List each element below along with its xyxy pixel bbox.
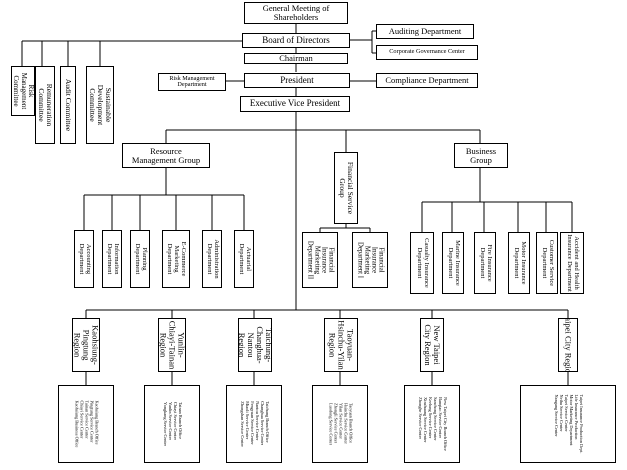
region-label: Taoyuan-Hsinchu-Yilan Region [327,320,356,370]
dept-label: Fire Insurance Department [479,244,493,282]
committee-risk: Risk Management Committee [11,66,35,116]
region-list-new-taipei: New Taipei City Branch Office Banqiao Se… [404,385,460,463]
auditing-label: Auditing Department [388,26,462,37]
committee-label: Risk Management Committee [12,72,35,110]
dept-label: Administration Department [206,239,220,279]
shareholders-box: General Meeting of Shareholders [244,2,348,24]
region-label: New Taipei City Region [423,324,442,366]
branch-list: Taipei Insurance Production Dept. Life I… [553,394,584,454]
region-kaohsiung: Kaohsiung-Pingtung Region [72,318,100,372]
branch-list: Tainan Branch Office Chiayi Service Cent… [162,402,183,446]
region-list-taichung: Taichung Branch Office Changhua Service … [226,385,282,463]
dept-label: Customer Service Department [541,239,555,287]
committee-label: Sustainable Development Committee [88,84,113,126]
committee-audit: Audit Committee [60,66,76,144]
region-label: Taipei City Region [563,318,574,372]
list-item: Xinzhuang Service Center [423,397,429,443]
list-item: Luodong Service Center [328,402,334,446]
region-list-kaohsiung: Kaohsiung Branch Office Pingtung Service… [58,385,114,463]
region-label: Yunlin-Chiayi-Tainan Region [158,320,186,370]
auditing-box: Auditing Department [376,24,474,39]
branch-list: Kaohsiung Branch Office Pingtung Service… [74,400,100,448]
compliance-label: Compliance Department [385,75,469,86]
chairman-box: Chairman [244,53,348,64]
business-dept-accident-health: Accident and Health Insurance Department [560,232,584,294]
region-taichung: Taichung-Changhua-Nantou Region [238,318,272,372]
dept-label: Financial Insurance Marketing Department… [305,240,335,280]
business-dept-motor: Motor Insurance Department [508,232,530,294]
risk-dept-label: Risk Management Department [169,74,215,88]
dept-label: Financial Insurance Marketing Department… [355,241,385,279]
risk-dept-box: Risk Management Department [158,73,226,91]
governance-box: Corporate Governance Center [376,45,478,60]
region-taipei: Taipei City Region [558,318,578,372]
list-item: Yongkang Service Center [163,402,169,446]
president-label: President [280,74,314,85]
committee-label: Remuneration Committee [37,83,54,127]
dept-label: Marine Insurance Department [447,240,461,286]
committee-sustainable: Sustainable Development Committee [86,66,114,144]
evp-box: Executive Vice President [240,96,350,112]
financial-dept-1: Financial Insurance Marketing Department… [352,232,388,288]
resource-dept-accounting: Accounting Department [74,230,94,288]
business-dept-fire: Fire Insurance Department [474,232,496,294]
resource-dept-ecommerce: E-Commerce Marketing Department [162,230,190,288]
dept-label: Planning Department [134,243,148,275]
list-item: Zhongshan Service Center [240,401,246,447]
region-list-taoyuan: Taoyuan Branch Office Hsinchu Service Ce… [312,385,368,463]
branch-list: Taoyuan Branch Office Hsinchu Service Ce… [328,402,354,446]
committee-label: Audit Committee [63,78,73,132]
resource-dept-planning: Planning Department [130,230,150,288]
shareholders-label: General Meeting of Shareholders [262,3,330,22]
resource-dept-information: Information Department [102,230,122,288]
board-label: Board of Directors [262,34,330,45]
dept-label: Information Department [106,243,120,275]
business-group-box: Business Group [454,143,508,168]
business-dept-marine: Marine Insurance Department [442,232,464,294]
business-dept-customer-service: Customer Service Department [536,232,558,294]
dept-label: E-Commerce Marketing Department [166,241,188,277]
list-item: Zhonghe Service Center [418,397,424,439]
region-list-yunlin: Tainan Branch Office Chiayi Service Cent… [144,385,200,463]
business-dept-casualty: Casualty Insurance Department [410,232,434,294]
resource-dept-administration: Administration Department [202,230,222,288]
evp-label: Executive Vice President [249,98,341,109]
region-taoyuan: Taoyuan-Hsinchu-Yilan Region [324,318,358,372]
dept-label: Actuarial Department [238,243,252,275]
financial-dept-2: Financial Insurance Marketing Department… [302,232,338,288]
region-new-taipei: New Taipei City Region [420,318,444,372]
list-item: Neihu Service Center [559,394,565,432]
committee-remuneration: Remuneration Committee [35,66,55,144]
resource-dept-actuarial: Actuarial Department [234,230,254,288]
list-item: Nangang Service Center [554,394,560,437]
dept-label: Accident and Health Insurance Department [566,234,580,292]
dept-label: Motor Insurance Department [513,241,527,285]
compliance-box: Compliance Department [376,73,478,88]
governance-label: Corporate Governance Center [389,48,465,56]
list-item: Kaohsiung Business Office [74,400,80,448]
dept-label: Accounting Department [78,243,92,275]
board-box: Board of Directors [242,33,350,48]
dept-label: Casualty Insurance Department [416,238,430,288]
resource-group-label: Resource Management Group [131,145,201,165]
business-group-label: Business Group [465,145,497,165]
chairman-label: Chairman [279,53,313,64]
financial-group-box: Financial Service Group [334,152,358,224]
branch-list: New Taipei City Branch Office Banqiao Se… [417,397,448,451]
region-label: Kaohsiung-Pingtung Region [72,325,100,365]
financial-group-label: Financial Service Group [338,161,355,215]
resource-group-box: Resource Management Group [122,143,210,168]
region-yunlin: Yunlin-Chiayi-Tainan Region [158,318,186,372]
president-box: President [244,73,350,88]
branch-list: Taichung Branch Office Changhua Service … [239,401,270,447]
region-list-taipei: Taipei Insurance Production Dept. Life I… [520,385,616,463]
region-label: Taichung-Changhua-Nantou Region [238,326,272,364]
